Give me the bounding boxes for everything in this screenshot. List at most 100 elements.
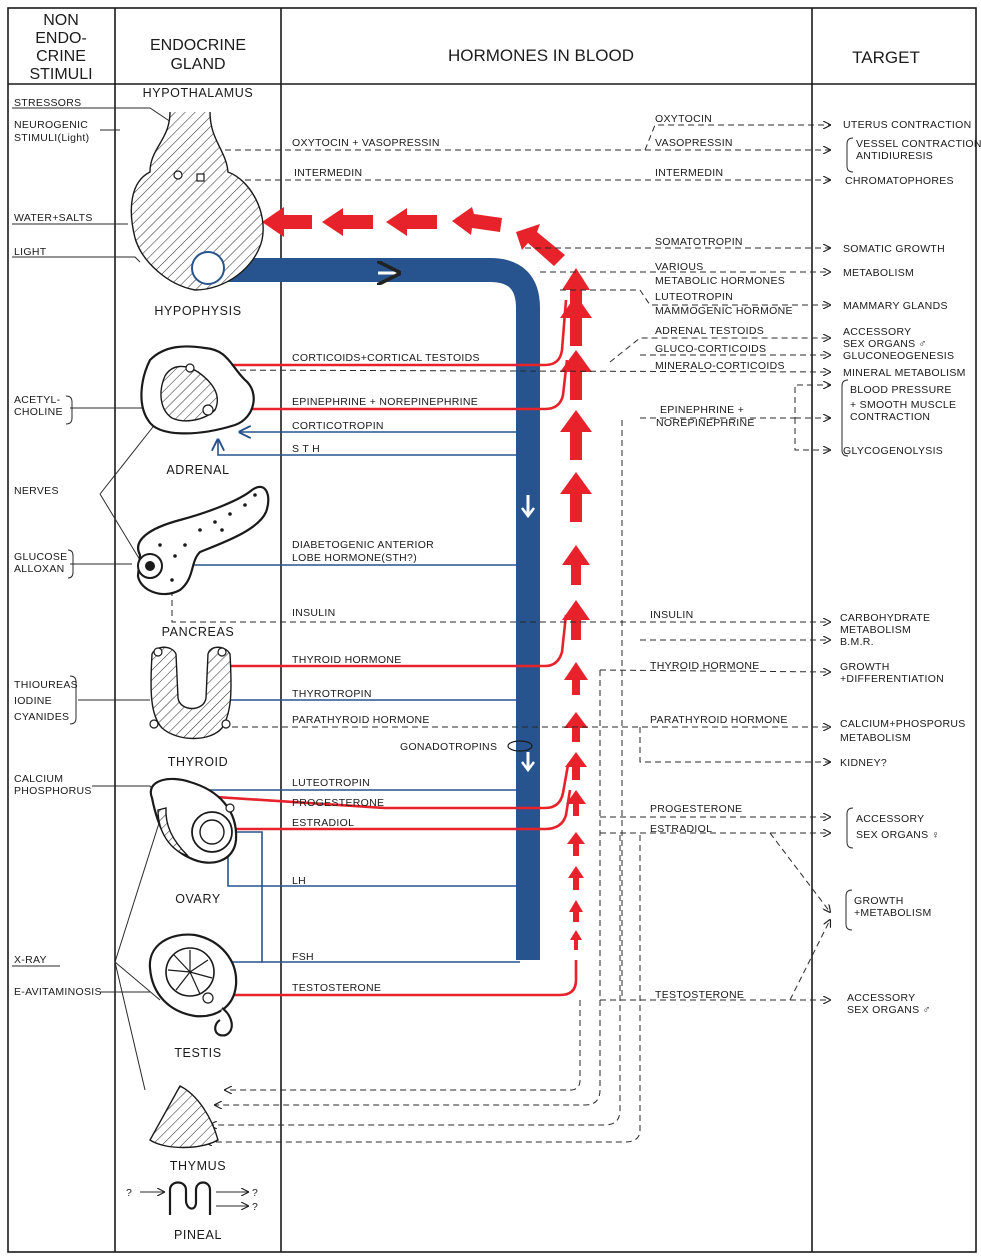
- target-antidiuresis: ANTIDIURESIS: [856, 150, 933, 162]
- label-thioureas: THIOUREAS: [14, 679, 78, 691]
- target-sex-organs-female: SEX ORGANS ♀: [856, 829, 940, 841]
- column-header-non-endocrine: NON ENDO- CRINE STIMULI: [29, 12, 92, 83]
- label-e-avitaminosis: E-AVITAMINOSIS: [14, 986, 102, 998]
- red-arrow-icon: [570, 930, 582, 950]
- red-arrow-icon: [560, 472, 592, 522]
- testis-gland: [150, 935, 236, 1036]
- target-bmr: B.M.R.: [840, 636, 874, 648]
- column-header-target: TARGET: [852, 48, 920, 67]
- pancreas-gland: [138, 487, 268, 594]
- red-arrow-icon: [564, 662, 588, 695]
- hormone-norepinephrine: NOREPINEPHRINE: [656, 417, 755, 429]
- thyroid-gland: [150, 647, 231, 738]
- label-phosphorus: PHOSPHORUS: [14, 785, 92, 797]
- hormone-parathyroid: PARATHYROID HORMONE: [650, 714, 788, 726]
- target-metabolism: METABOLISM: [843, 267, 914, 279]
- hormone-diabetogenic: LOBE HORMONE(STH?): [292, 552, 417, 564]
- target-gluconeogenesis: GLUCONEOGENESIS: [843, 350, 954, 362]
- pituitary-trunk: [215, 270, 534, 960]
- label-pineal: PINEAL: [174, 1228, 222, 1242]
- hormone-somatotropin: SOMATOTROPIN: [655, 236, 743, 248]
- hormone-lh: LH: [292, 875, 306, 887]
- hormone-adrenal-testoids: ADRENAL TESTOIDS: [655, 325, 764, 337]
- target-carbo-metabolism: METABOLISM: [840, 624, 911, 636]
- hormone-epinephrine: EPINEPHRINE + NOREPINEPHRINE: [292, 396, 478, 408]
- target-vessel: VESSEL CONTRACTION: [856, 138, 981, 150]
- target-chromatophores: CHROMATOPHORES: [845, 175, 954, 187]
- label-light: LIGHT: [14, 246, 47, 258]
- label-glucose: GLUCOSE: [14, 551, 67, 563]
- column-header-blood: HORMONES IN BLOOD: [448, 46, 634, 65]
- hormone-thyroid: THYROID HORMONE: [292, 654, 402, 666]
- label-cyanides: CYANIDES: [14, 711, 69, 723]
- hormone-mammogenic: MAMMOGENIC HORMONE: [655, 305, 793, 317]
- hormone-corticoids: CORTICOIDS+CORTICAL TESTOIDS: [292, 352, 480, 364]
- hormone-fsh: FSH: [292, 951, 314, 963]
- stimulus-labels: STRESSORS NEUROGENIC STIMULI(Light) WATE…: [14, 97, 102, 998]
- pineal-question-mark: ?: [126, 1187, 132, 1199]
- red-arrow-icon: [569, 900, 583, 922]
- hormone-thyrotropin: THYROTROPIN: [292, 688, 372, 700]
- hormone-testosterone: TESTOSTERONE: [292, 982, 381, 994]
- target-accessory-male: ACCESSORY: [847, 992, 915, 1004]
- hormone-thyroid: THYROID HORMONE: [650, 660, 760, 672]
- hormone-intermedin: INTERMEDIN: [294, 167, 362, 179]
- ovary-gland: [151, 779, 236, 863]
- red-arrow-icon: [562, 545, 590, 585]
- hormone-intermedin: INTERMEDIN: [655, 167, 723, 179]
- target-sex-organs-male: SEX ORGANS ♂: [847, 1004, 931, 1016]
- label-pancreas: PANCREAS: [162, 625, 235, 639]
- thymus-gland: [150, 1086, 218, 1148]
- hormone-parathyroid: PARATHYROID HORMONE: [292, 714, 430, 726]
- hormone-luteotropin: LUTEOTROPIN: [292, 777, 370, 789]
- red-arrow-icon: [262, 207, 312, 237]
- label-nerves: NERVES: [14, 485, 59, 497]
- pineal-question-mark: ?: [252, 1201, 258, 1213]
- label-water-salts: WATER+SALTS: [14, 212, 93, 224]
- target-accessory: ACCESSORY: [843, 326, 911, 338]
- hormone-progesterone: PROGESTERONE: [650, 803, 742, 815]
- hormone-oxytocin-vasopressin: OXYTOCIN + VASOPRESSIN: [292, 137, 440, 149]
- label-thymus: THYMUS: [170, 1159, 226, 1173]
- red-arrow-icon: [516, 224, 565, 266]
- hormone-various: VARIOUS: [655, 261, 704, 273]
- header-line: ENDOCRINE: [150, 37, 246, 54]
- target-carbohydrate: CARBOHYDRATE: [840, 612, 930, 624]
- target-growth: GROWTH: [840, 661, 890, 673]
- header-line: STIMULI: [29, 66, 92, 83]
- hormone-estradiol: ESTRADIOL: [292, 817, 354, 829]
- label-testis: TESTIS: [174, 1046, 221, 1060]
- red-arrow-icon: [568, 866, 584, 890]
- pineal-gland: ? ? ?: [126, 1183, 258, 1216]
- target-calcium-metabolism: METABOLISM: [840, 732, 911, 744]
- target-glycogenolysis: GLYCOGENOLYSIS: [843, 445, 943, 457]
- hormone-progesterone: PROGESTERONE: [292, 797, 384, 809]
- target-somatic-growth: SOMATIC GROWTH: [843, 243, 945, 255]
- circulating-hormone-labels: OXYTOCIN VASOPRESSIN INTERMEDIN SOMATOTR…: [650, 113, 793, 1001]
- header-line: ENDO-: [35, 30, 87, 47]
- label-thyroid: THYROID: [168, 755, 228, 769]
- target-labels: UTERUS CONTRACTION VESSEL CONTRACTION AN…: [840, 119, 981, 1016]
- hormone-oxytocin: OXYTOCIN: [655, 113, 712, 125]
- target-uterus: UTERUS CONTRACTION: [843, 119, 971, 131]
- label-alloxan: ALLOXAN: [14, 563, 65, 575]
- hypothalamus-hypophysis: [131, 112, 263, 290]
- label-neurogenic: STIMULI(Light): [14, 132, 89, 144]
- label-stressors: STRESSORS: [14, 97, 81, 109]
- hormone-mineralocorticoids: MINERALO-CORTICOIDS: [655, 360, 785, 372]
- label-hypothalamus: HYPOTHALAMUS: [143, 86, 254, 100]
- hormone-corticotropin: CORTICOTROPIN: [292, 420, 384, 432]
- hormone-diabetogenic: DIABETOGENIC ANTERIOR: [292, 539, 434, 551]
- hormone-luteotropin: LUTEOTROPIN: [655, 291, 733, 303]
- label-xray: X-RAY: [14, 954, 47, 966]
- pineal-question-mark: ?: [252, 1187, 258, 1199]
- hormone-vasopressin: VASOPRESSIN: [655, 137, 733, 149]
- hormone-metabolic: METABOLIC HORMONES: [655, 275, 785, 287]
- header-line: NON: [43, 12, 79, 29]
- red-arrow-icon: [560, 410, 592, 460]
- label-acetylcholine: ACETYL-: [14, 394, 61, 406]
- hormone-testosterone: TESTOSTERONE: [655, 989, 744, 1001]
- label-neurogenic: NEUROGENIC: [14, 119, 88, 131]
- target-sex-organs-male: SEX ORGANS ♂: [843, 338, 927, 350]
- target-smooth-muscle: + SMOOTH MUSCLE: [850, 399, 956, 411]
